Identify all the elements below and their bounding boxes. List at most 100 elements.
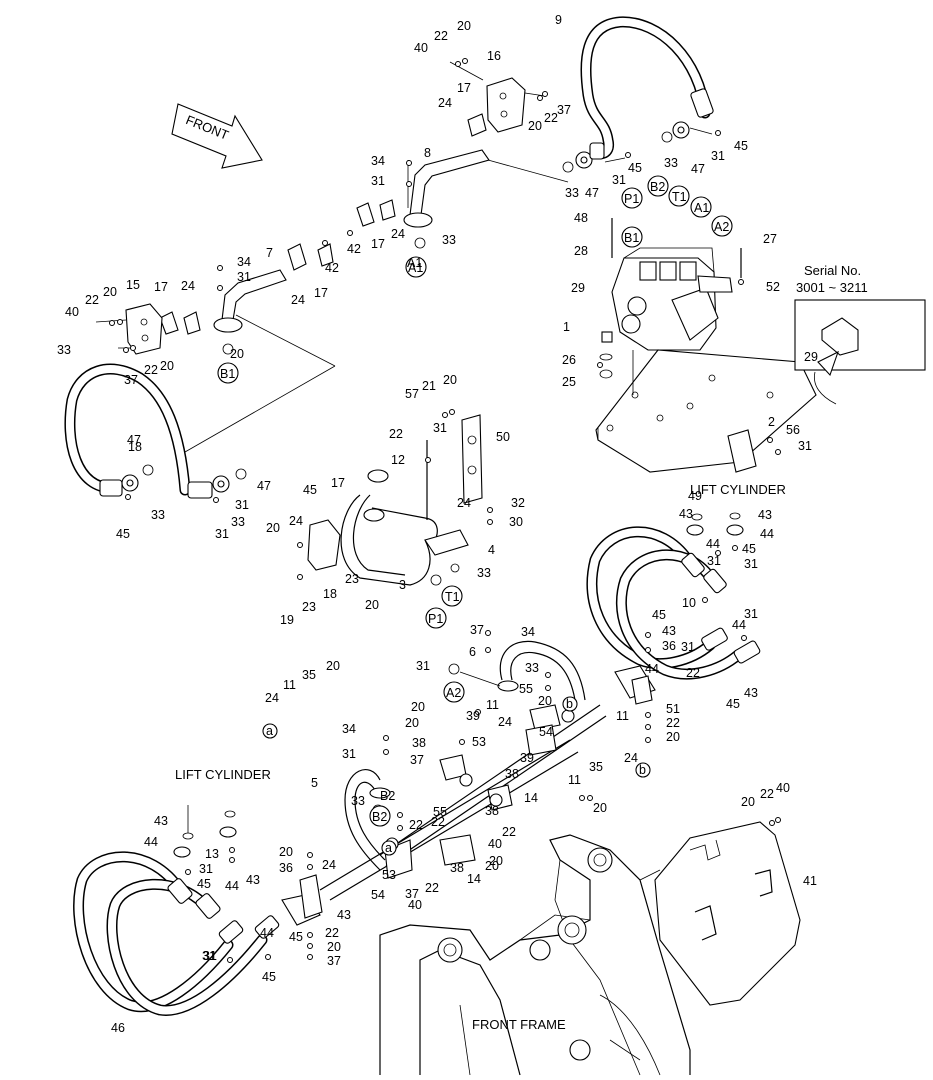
callout-number: 54 xyxy=(371,888,385,902)
callout-number: 31 xyxy=(203,949,217,963)
callout-number: 40 xyxy=(488,837,502,851)
callout-number: 50 xyxy=(496,430,510,444)
callout-number: 33 xyxy=(442,233,456,247)
callout-number: 31 xyxy=(235,498,249,512)
callout-number: 24 xyxy=(181,279,195,293)
callout-number: 44 xyxy=(645,662,659,676)
callout-number: 44 xyxy=(706,537,720,551)
callout-number: 31 xyxy=(199,862,213,876)
callout-number: 29 xyxy=(804,350,818,364)
callout-number: 22 xyxy=(760,787,774,801)
callout-number: 48 xyxy=(574,211,588,225)
callout-number: 14 xyxy=(524,791,538,805)
callout-number: 20 xyxy=(103,285,117,299)
callout-number: 43 xyxy=(246,873,260,887)
callout-number: 7 xyxy=(266,246,273,260)
callout-number: 23 xyxy=(302,600,316,614)
callout-number: 20 xyxy=(528,119,542,133)
pipe-7 xyxy=(159,243,334,355)
mount-plate xyxy=(595,349,817,473)
port-a1-top: A1 xyxy=(690,196,712,218)
callout-number: 20 xyxy=(443,373,457,387)
callout-number: 43 xyxy=(744,686,758,700)
callout-number: 45 xyxy=(734,139,748,153)
svg-text:P1: P1 xyxy=(624,192,639,206)
callout-number: 20 xyxy=(279,845,293,859)
port-a2-mid: A2 xyxy=(443,681,465,703)
callout-number: 11 xyxy=(568,773,581,787)
callout-number: 45 xyxy=(197,877,211,891)
callout-number: 17 xyxy=(457,81,471,95)
callout-number: 20 xyxy=(593,801,607,815)
callout-number: 20 xyxy=(266,521,280,535)
callout-number: 53 xyxy=(382,868,396,882)
callout-number: 10 xyxy=(682,596,696,610)
callout-number: 31 xyxy=(744,607,758,621)
port-b1-top: B1 xyxy=(621,226,643,248)
callout-number: 18 xyxy=(323,587,337,601)
callout-number: 22 xyxy=(389,427,403,441)
callout-number: 20 xyxy=(538,694,552,708)
callout-number: 43 xyxy=(758,508,772,522)
pipe-5 xyxy=(344,769,391,871)
callout-number: 26 xyxy=(562,353,576,367)
callout-number: 37 xyxy=(405,887,419,901)
callout-number: 35 xyxy=(302,668,316,682)
callout-number: 45 xyxy=(742,542,756,556)
hardware xyxy=(109,58,781,963)
svg-text:b: b xyxy=(639,763,646,777)
callout-number: 24 xyxy=(457,496,471,510)
hose-46 xyxy=(73,805,280,1016)
callout-number: 54 xyxy=(539,725,553,739)
callout-number: 31 xyxy=(612,173,626,187)
callout-number: 43 xyxy=(662,624,676,638)
callout-number: 20 xyxy=(326,659,340,673)
callout-number: 11 xyxy=(616,709,629,723)
callout-number: 41 xyxy=(803,874,817,888)
serial-title: Serial No. xyxy=(804,263,861,278)
callout-number: 18 xyxy=(128,440,142,454)
callout-number: 33 xyxy=(231,515,245,529)
bracket-15 xyxy=(95,303,163,355)
callout-number: 43 xyxy=(337,908,351,922)
callout-number: 23 xyxy=(345,572,359,586)
svg-text:A1: A1 xyxy=(694,201,709,215)
callout-number: 20 xyxy=(160,359,174,373)
svg-text:T1: T1 xyxy=(672,190,687,204)
callout-number: 38 xyxy=(450,861,464,875)
port-t1-top: T1 xyxy=(668,185,690,207)
callout-number: 24 xyxy=(498,715,512,729)
callout-number: 45 xyxy=(262,970,276,984)
callout-number: 20 xyxy=(741,795,755,809)
callout-number: 35 xyxy=(589,760,603,774)
callout-number: 43 xyxy=(679,507,693,521)
callout-number: 2 xyxy=(768,415,775,429)
callout-number: 24 xyxy=(265,691,279,705)
callout-number: 31 xyxy=(711,149,725,163)
callout-number: 39 xyxy=(520,751,534,765)
callout-number: 47 xyxy=(585,186,599,200)
port-b2-top: B2 xyxy=(647,175,669,197)
svg-text:P1: P1 xyxy=(428,612,443,626)
callout-number: 24 xyxy=(291,293,305,307)
port-p1-top: P1 xyxy=(621,187,643,209)
callout-number: 37 xyxy=(470,623,484,637)
callout-number: 17 xyxy=(371,237,385,251)
callout-number: A1 xyxy=(407,256,422,270)
port-b2-low: B2 xyxy=(369,805,391,827)
callout-number: 28 xyxy=(574,244,588,258)
callout-number: 44 xyxy=(260,926,274,940)
marker-b-right: b xyxy=(635,762,651,778)
svg-text:T1: T1 xyxy=(445,590,460,604)
callout-number: 1 xyxy=(563,320,570,334)
callout-number: 24 xyxy=(289,514,303,528)
callout-number: 6 xyxy=(469,645,476,659)
callout-number: 45 xyxy=(652,608,666,622)
front-frame xyxy=(379,834,691,1076)
callout-number: 20 xyxy=(411,700,425,714)
label-lift-cylinder-left: LIFT CYLINDER xyxy=(175,767,271,782)
callout-number: 38 xyxy=(505,767,519,781)
callout-number: 31 xyxy=(433,421,447,435)
callout-number: 37 xyxy=(410,753,424,767)
